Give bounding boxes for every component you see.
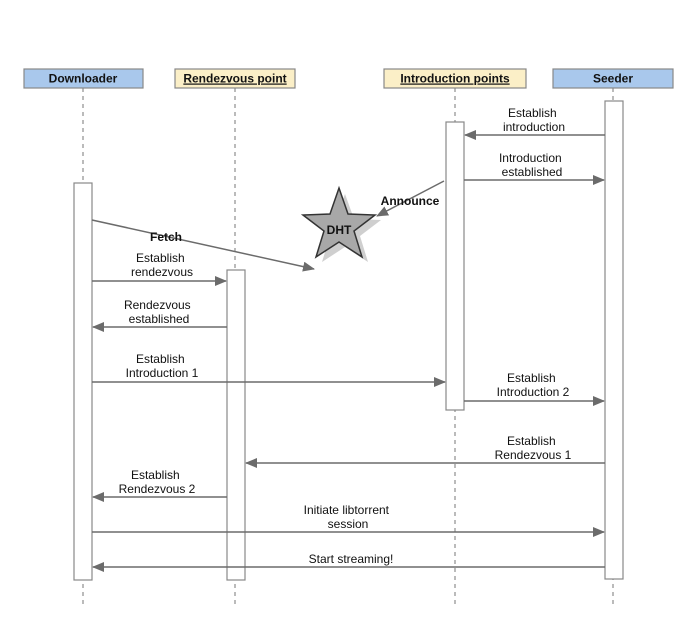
participant-introduction-label: Introduction points	[400, 72, 510, 86]
message-label: Initiate libtorrent session	[304, 503, 393, 531]
dht-node: DHT	[300, 185, 381, 262]
message-label: Establish Introduction 1	[126, 352, 199, 380]
participant-downloader-label: Downloader	[49, 72, 118, 86]
activation-downloader	[73, 182, 93, 581]
fetch-arrow	[91, 219, 315, 272]
participant-rendezvous-point: Rendezvous point	[174, 68, 296, 89]
message-label: Rendezvous established	[124, 298, 194, 326]
message-label: Introduction established	[499, 151, 565, 179]
announce-arrow	[376, 180, 445, 217]
dht-star	[300, 185, 378, 259]
message-label: Establish Introduction 2	[497, 371, 570, 399]
fetch-label: Fetch	[150, 230, 182, 244]
announce-label: Announce	[381, 194, 440, 208]
message-label: Establish rendezvous	[131, 251, 193, 279]
message-label: Start streaming!	[309, 552, 394, 566]
activation-seeder	[604, 100, 624, 580]
activation-introduction	[445, 121, 465, 411]
activation-rendezvous	[226, 269, 246, 581]
participant-downloader: Downloader	[23, 68, 144, 89]
message-label: Establish introduction	[503, 106, 565, 134]
message-label: Establish Rendezvous 1	[495, 434, 572, 462]
participant-seeder-label: Seeder	[593, 72, 633, 86]
participant-introduction-points: Introduction points	[383, 68, 527, 89]
participant-seeder: Seeder	[552, 68, 674, 89]
participant-rendezvous-label: Rendezvous point	[183, 72, 286, 86]
dht-label: DHT	[327, 223, 352, 237]
message-label: Establish Rendezvous 2	[119, 468, 196, 496]
